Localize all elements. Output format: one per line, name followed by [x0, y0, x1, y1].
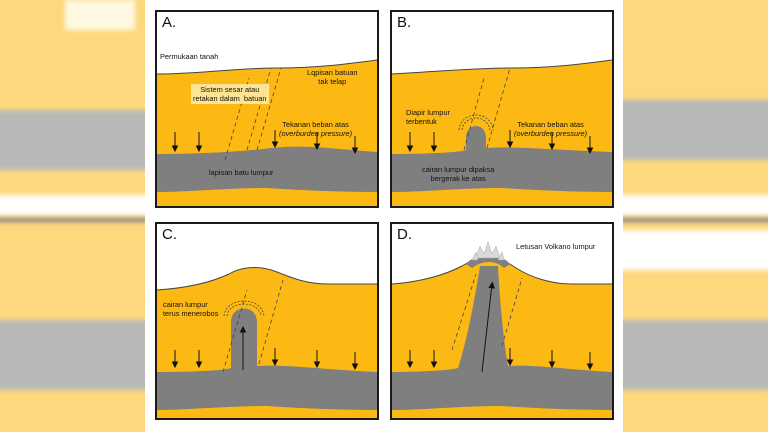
panel-b-label: B. [397, 14, 412, 31]
panel-d-label: D. [397, 226, 412, 243]
panel-d: D. Letusan Volkano lumpur [390, 222, 614, 420]
mudstone-layer-label: lapisan batu lumpur [209, 168, 274, 177]
blurred-background-right [623, 0, 768, 432]
panel-b-drawing [392, 59, 612, 206]
panel-c-drawing [157, 267, 377, 418]
eruption-label: Letusan Volkano lumpur [516, 242, 596, 251]
panel-a: A. Permukaan tanah Sistem sesar atau ret… [155, 10, 379, 208]
diapir-label: Diapir lumpur terbentuk [406, 108, 450, 126]
blurred-background-left [0, 0, 145, 432]
overburden-b-line-2: (overburden pressure) [514, 129, 588, 138]
surface-label: Permukaan tanah [160, 52, 219, 61]
panel-b: B. Diapir lumpur terbentuk Tekanan beban… [390, 10, 614, 208]
panel-d-drawing [392, 241, 612, 418]
fluid-breaking-label: cairan lumpur terus menerobos [163, 300, 219, 318]
overburden-line-1: Tekanan beban atas [282, 120, 349, 129]
impermeable-rock-label: Lqpisan batuan tak telap [307, 68, 358, 86]
panel-a-label: A. [162, 14, 177, 31]
fluid-forced-label: cairan lumpur dipaksa bergerak ke atas [422, 165, 495, 183]
fault-system-label: Sistem sesar atau retakan dalam batuan [191, 84, 269, 104]
overburden-b-line-1: Tekanan beban atas [517, 120, 584, 129]
diagram-stage: A. Permukaan tanah Sistem sesar atau ret… [145, 0, 623, 432]
overburden-line-2: (overburden pressure) [279, 129, 353, 138]
panel-c-label: C. [162, 226, 177, 243]
overburden-label-b: Tekanan beban atas (overburden pressure) [514, 120, 587, 138]
overburden-label: Tekanan beban atas (overburden pressure) [279, 120, 352, 138]
panel-c: C. cairan lumpur terus menerobos [155, 222, 379, 420]
